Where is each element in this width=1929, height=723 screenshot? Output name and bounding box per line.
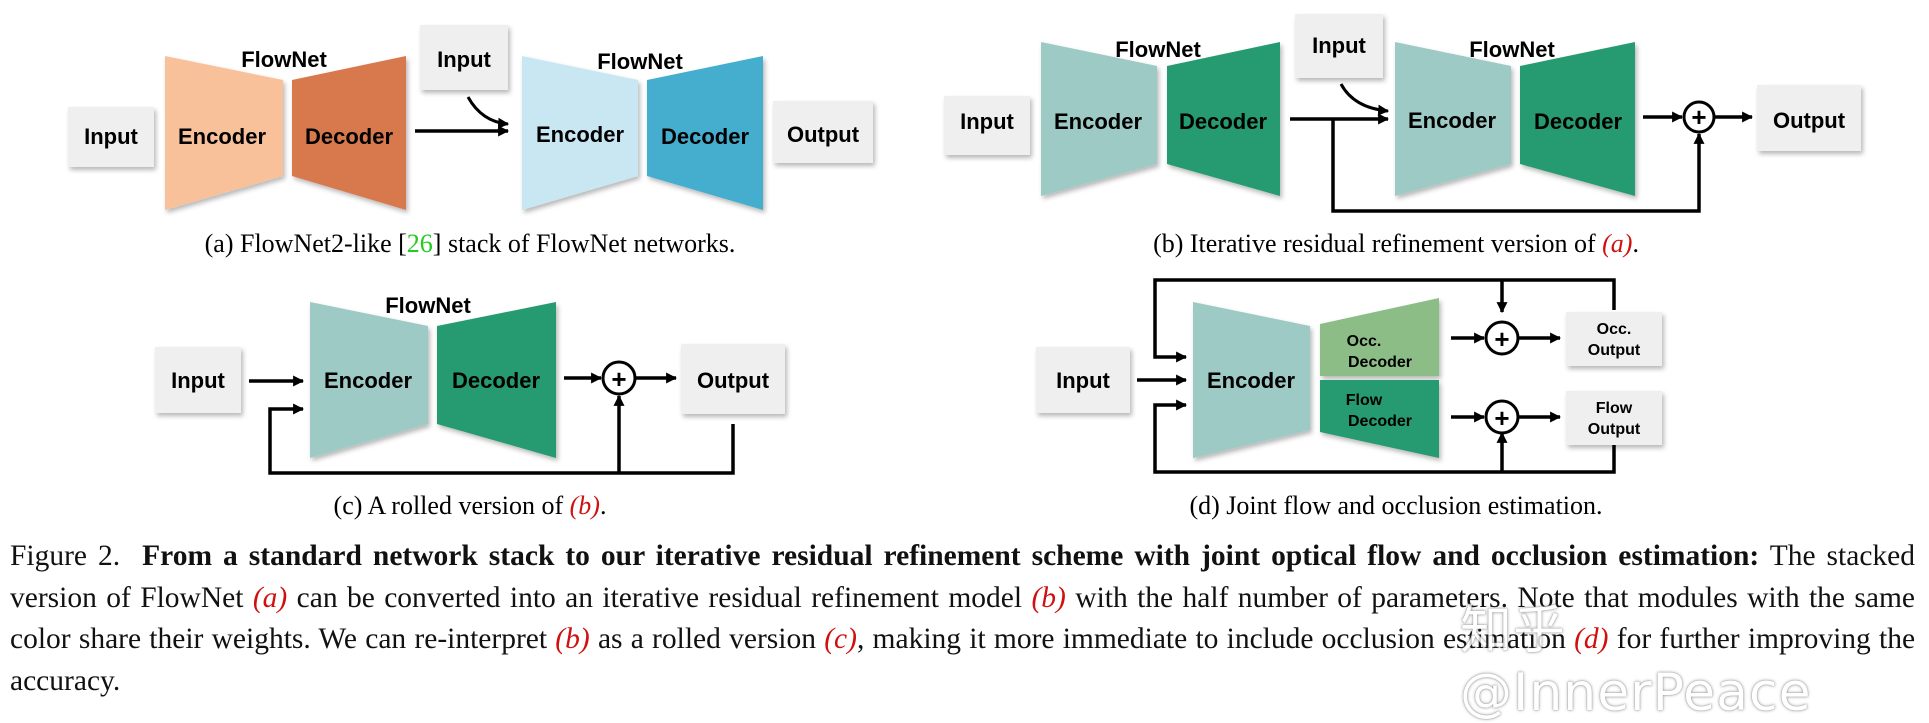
input-box (420, 25, 508, 90)
input-label: Input (437, 47, 491, 72)
occ-decoder-label: Occ.Decoder (1347, 333, 1412, 371)
decoder-label: Decoder (1179, 109, 1267, 134)
input-box (68, 107, 154, 167)
decoder-shape (1167, 42, 1280, 196)
flow-output-box (1566, 391, 1662, 445)
encoder-shape (1193, 302, 1310, 458)
input-box (1295, 14, 1383, 78)
input-label: Input (960, 109, 1014, 134)
plus-operator (1484, 320, 1520, 356)
ref-b: (b) (1031, 581, 1066, 614)
decoder-shape (647, 56, 763, 210)
encoder-label: Encoder (1408, 108, 1496, 133)
decoder-shape (292, 56, 406, 210)
occ-output-label: Occ.Output (1588, 321, 1641, 359)
decoder-label: Decoder (452, 368, 540, 393)
output-box (1757, 85, 1861, 151)
encoder-shape (310, 302, 428, 458)
panel-a: Input FlowNet Encoder Decoder Input Flow… (68, 25, 873, 258)
figure-2-diagram: Input FlowNet Encoder Decoder Input Flow… (68, 14, 1861, 520)
decoder-shape (1520, 42, 1635, 196)
ref-c: (c) (824, 623, 857, 655)
occ-output-box (1566, 312, 1662, 366)
flownet-label: FlowNet (1115, 37, 1201, 62)
encoder-shape (522, 56, 638, 210)
encoder-shape (1395, 42, 1511, 196)
plus-sign: + (1494, 324, 1509, 354)
input-box (1036, 347, 1130, 413)
decoder-label: Decoder (1534, 109, 1622, 134)
ref-d: (d) (1574, 623, 1609, 655)
occ-decoder-shape (1320, 298, 1439, 376)
input-label: Input (171, 368, 225, 393)
decoder-label: Decoder (305, 124, 393, 149)
output-label: Output (1773, 108, 1846, 133)
input-label: Input (84, 124, 138, 149)
watermark: 知乎 @InnerPeace (1460, 601, 1812, 723)
subcaption-d: (d) Joint flow and occlusion estimation. (1189, 491, 1602, 520)
input-box (155, 347, 241, 413)
citation-26: 26 (407, 229, 433, 258)
flownet-label: FlowNet (1469, 37, 1555, 62)
subcaption-a: (a) FlowNet2-like [26] stack of FlowNet … (205, 229, 736, 258)
flow-decoder-shape (1320, 380, 1439, 458)
figure-caption: Figure 2. From a standard network stack … (10, 540, 1916, 697)
encoder-label: Encoder (324, 368, 412, 393)
ref-a: (a) (252, 581, 288, 614)
figure-label: Figure 2. (10, 540, 121, 572)
plus-sign: + (611, 364, 626, 394)
output-box (773, 101, 873, 163)
encoder-shape (165, 56, 283, 210)
output-label: Output (787, 122, 860, 147)
encoder-label: Encoder (536, 122, 624, 147)
panel-b: Input FlowNet Encoder Decoder Input Flow… (944, 14, 1861, 258)
plus-operator (1484, 399, 1520, 435)
caption-title: From a standard network stack to our ite… (142, 540, 1760, 572)
panel-c: Input FlowNet Encoder Decoder + Output (… (155, 293, 785, 520)
ref-b: (b) (555, 623, 590, 655)
flownet-label: FlowNet (241, 47, 327, 72)
input-box (944, 96, 1030, 155)
output-box (681, 344, 785, 414)
flownet-label: FlowNet (385, 293, 471, 318)
plus-operator (601, 360, 637, 396)
encoder-shape (1041, 42, 1157, 196)
plus-operator (1682, 100, 1716, 134)
encoder-label: Encoder (1054, 109, 1142, 134)
decoder-label: Decoder (661, 124, 749, 149)
flownet-label: FlowNet (597, 49, 683, 74)
subcaption-c: (c) A rolled version of (b). (334, 491, 607, 520)
subcaption-b: (b) Iterative residual refinement versio… (1153, 229, 1639, 258)
plus-sign: + (1494, 403, 1509, 433)
encoder-label: Encoder (1207, 368, 1295, 393)
decoder-shape (437, 302, 556, 458)
plus-sign: + (1691, 102, 1706, 132)
input-label: Input (1056, 368, 1110, 393)
output-label: Output (697, 368, 770, 393)
encoder-label: Encoder (178, 124, 266, 149)
input-label: Input (1312, 33, 1366, 58)
